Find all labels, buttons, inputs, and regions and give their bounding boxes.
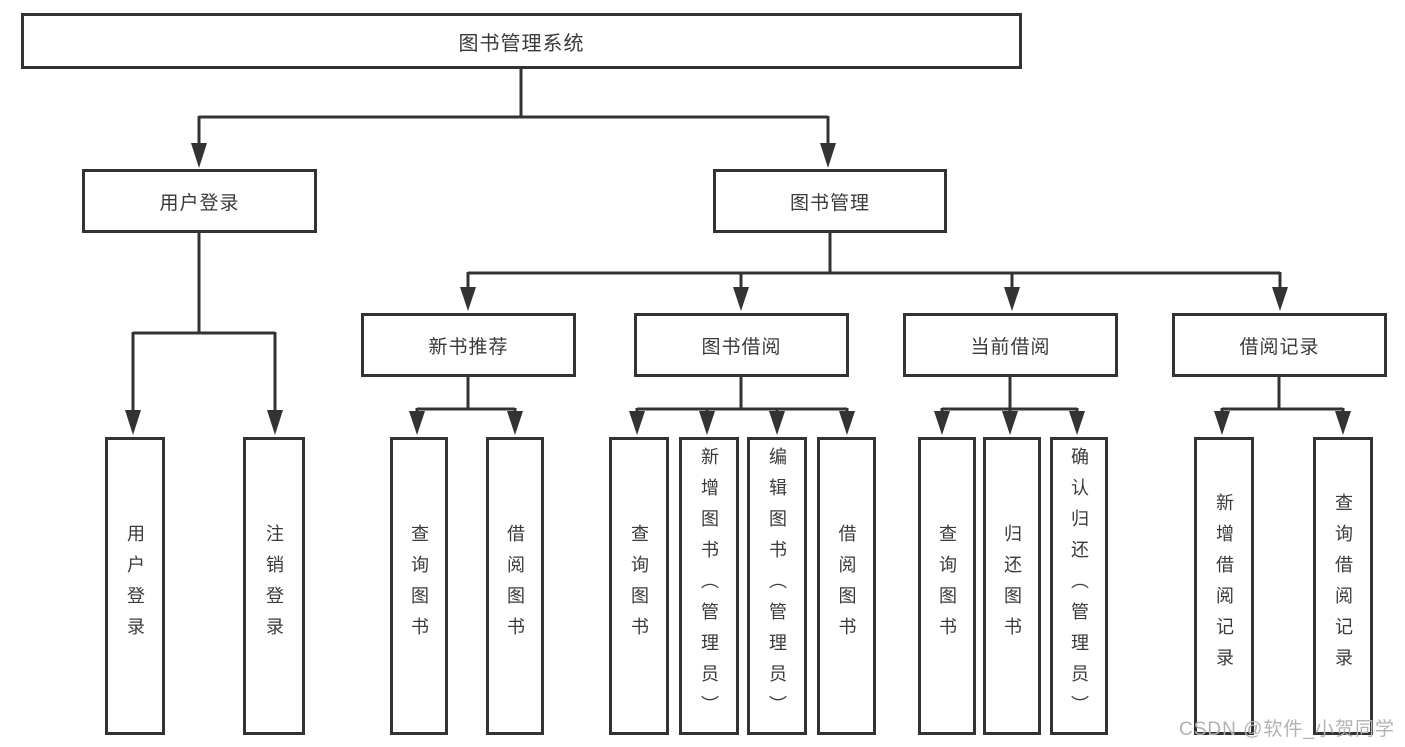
leaf-box-cb-query-books: 查询图书 (918, 437, 976, 735)
leaf-box-cb-confirm-return-admin: 确认归还（管理员） (1050, 437, 1108, 735)
leaf-cb-query-books-label: 查询图书 (937, 524, 957, 648)
leaf-box-bb-add-books-admin: 新增图书（管理员） (679, 437, 739, 735)
connector-current-borrow-split (940, 407, 1079, 413)
root-box-library-system: 图书管理系统 (21, 13, 1022, 69)
leaf-br-query-record-label: 查询借阅记录 (1333, 493, 1353, 679)
arrowheads (125, 143, 1351, 435)
leaf-box-br-query-record: 查询借阅记录 (1313, 437, 1373, 735)
leaf-bb-borrow-books-label: 借阅图书 (836, 524, 857, 648)
leaf-box-cb-return-books: 归还图书 (983, 437, 1041, 735)
branch-book-management-label: 图书管理 (789, 192, 870, 214)
leaf-br-add-record-label: 新增借阅记录 (1214, 493, 1234, 679)
leaf-nb-query-books-label: 查询图书 (409, 524, 429, 648)
group-box-borrow-records: 借阅记录 (1172, 313, 1387, 377)
group-new-book-recommend-label: 新书推荐 (428, 336, 509, 358)
connector-new-book-split (415, 407, 517, 413)
leaf-box-bb-borrow-books: 借阅图书 (817, 437, 876, 735)
group-box-new-book-recommend: 新书推荐 (361, 313, 576, 377)
leaf-cb-return-books-label: 归还图书 (1002, 524, 1022, 648)
branch-box-book-management: 图书管理 (713, 169, 947, 233)
connector-borrow-record-split (1220, 407, 1345, 413)
branch-box-user-login: 用户登录 (82, 169, 317, 233)
group-book-borrow-label: 图书借阅 (701, 336, 782, 358)
leaf-box-nb-query-books: 查询图书 (390, 437, 448, 735)
group-current-borrow-label: 当前借阅 (970, 336, 1051, 358)
connector-group-stubs (466, 377, 1281, 409)
leaf-bb-edit-books-admin-label: 编辑图书（管理员） (767, 446, 787, 726)
leaf-nb-borrow-books-label: 借阅图书 (505, 524, 525, 648)
leaf-box-logout: 注销登录 (243, 437, 305, 735)
group-borrow-records-label: 借阅记录 (1239, 336, 1320, 358)
leaf-cb-confirm-return-admin-label: 确认归还（管理员） (1069, 446, 1089, 726)
leaf-box-user-login: 用户登录 (105, 437, 165, 735)
leaf-bb-add-books-admin-label: 新增图书（管理员） (699, 446, 719, 726)
branch-user-login-label: 用户登录 (159, 192, 240, 214)
root-box-label: 图书管理系统 (458, 32, 585, 55)
leaf-box-bb-query-books: 查询图书 (609, 437, 669, 735)
csdn-watermark: CSDN @软件_小贺同学 (1179, 719, 1395, 740)
group-box-book-borrow: 图书借阅 (634, 313, 849, 377)
connector-level2-split (197, 115, 830, 146)
leaf-user-login-label: 用户登录 (125, 524, 145, 648)
connector-user-login-split (131, 233, 277, 412)
connector-book-mgmt-split (466, 233, 1282, 289)
group-box-current-borrow: 当前借阅 (903, 313, 1118, 377)
leaf-box-br-add-record: 新增借阅记录 (1194, 437, 1254, 735)
leaf-logout-label: 注销登录 (264, 524, 284, 648)
leaf-box-bb-edit-books-admin: 编辑图书（管理员） (747, 437, 807, 735)
leaf-box-nb-borrow-books: 借阅图书 (486, 437, 544, 735)
connector-book-borrow-split (635, 407, 849, 413)
leaf-bb-query-books-label: 查询图书 (629, 524, 649, 648)
